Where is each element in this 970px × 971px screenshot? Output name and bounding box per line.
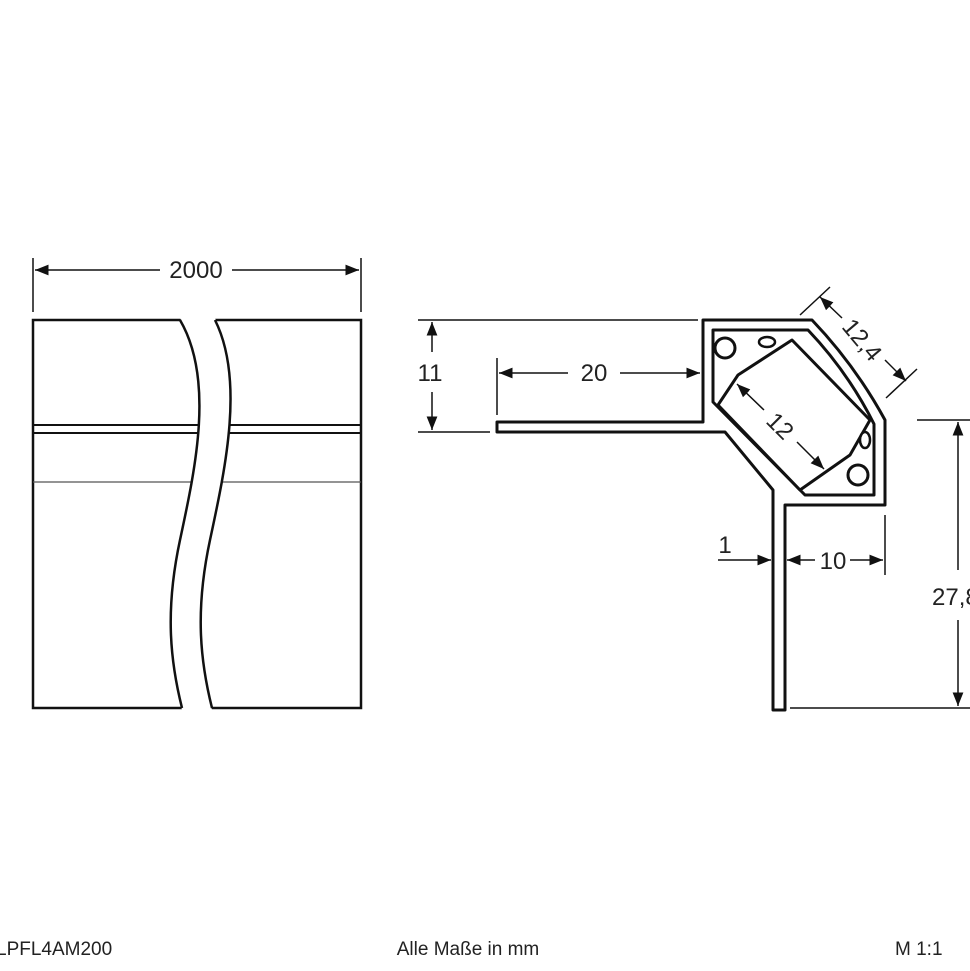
dim-length: 2000 [169,257,222,284]
dim-flange-width: 20 [581,360,608,387]
break-gap [170,318,231,710]
side-view: 2000 [31,257,363,710]
dim-height-top: 11 [418,360,443,387]
units-note: Alle Maße in mm [397,939,540,960]
scale-label: M 1:1 [895,939,943,960]
dim-wall-thickness: 1 [718,532,731,559]
profile-section: 11 20 12,4 12 1 10 27,8 [418,286,970,712]
dim-total-height: 27,8 [932,584,970,611]
article-number: LPFL4AM200 [0,939,112,960]
dim-leg-width: 10 [820,548,847,575]
